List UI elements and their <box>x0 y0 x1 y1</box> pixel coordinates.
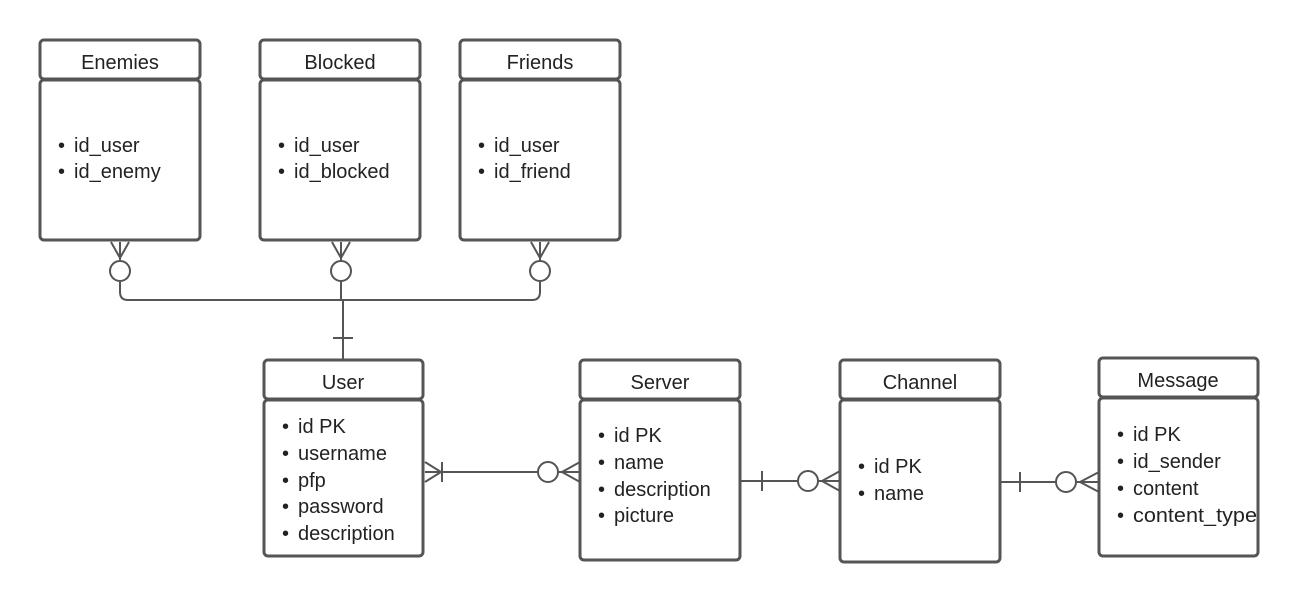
entity-title: Friends <box>507 52 574 74</box>
field-bullet: • <box>598 425 605 447</box>
field-id-enemy: id_enemy <box>74 161 161 183</box>
field-description: description <box>614 479 711 501</box>
entity-server[interactable]: Server • id PK • name • description • pi… <box>578 358 742 562</box>
field-bullet: • <box>598 505 605 527</box>
field-bullet: • <box>282 470 289 492</box>
zero-marker-message <box>1055 471 1077 493</box>
field-id-blocked: id_blocked <box>294 161 390 183</box>
field-bullet: • <box>58 135 65 157</box>
field-bullet: • <box>1117 505 1124 527</box>
entity-body <box>262 398 425 558</box>
relationship-user-enemies-blocked-friends <box>109 241 551 360</box>
crowsfoot-server <box>558 461 581 483</box>
field-id-friend: id_friend <box>494 161 571 183</box>
field-bullet: • <box>598 452 605 474</box>
entity-blocked[interactable]: Blocked • id_user • id_blocked <box>258 38 422 242</box>
zero-marker-server <box>537 461 559 483</box>
field-id-pk: id PK <box>874 456 922 478</box>
crowsfoot-enemies <box>110 241 130 261</box>
entity-title: Channel <box>883 372 958 394</box>
zero-marker-friends <box>529 260 551 282</box>
field-bullet: • <box>478 135 485 157</box>
entity-title: Blocked <box>304 52 375 74</box>
entity-body <box>458 78 622 242</box>
field-bullet: • <box>58 161 65 183</box>
field-description: description <box>298 523 395 545</box>
zero-marker-blocked <box>330 260 352 282</box>
crowsfoot-channel <box>818 470 841 492</box>
field-id-user: id_user <box>494 135 560 157</box>
crowsfoot-message <box>1076 471 1100 493</box>
field-bullet: • <box>1117 478 1124 500</box>
field-bullet: • <box>478 161 485 183</box>
field-id-user: id_user <box>74 135 140 157</box>
field-bullet: • <box>1117 424 1124 446</box>
field-bullet: • <box>278 161 285 183</box>
field-username: username <box>298 443 387 465</box>
crowsfoot-friends <box>530 241 550 261</box>
relationship-channel-message <box>1001 471 1100 493</box>
field-bullet: • <box>278 135 285 157</box>
field-id-pk: id PK <box>614 425 662 447</box>
entity-friends[interactable]: Friends • id_user • id_friend <box>458 38 622 242</box>
field-content-type: content_type <box>1133 505 1257 527</box>
field-id-pk: id PK <box>298 416 346 438</box>
entity-title: User <box>322 372 365 394</box>
entity-title: Server <box>631 372 690 394</box>
entity-channel[interactable]: Channel • id PK • name <box>838 358 1002 564</box>
entity-enemies[interactable]: Enemies • id_user • id_enemy <box>38 38 202 242</box>
entity-message[interactable]: Message • id PK • id_sender • content • … <box>1097 356 1260 558</box>
field-bullet: • <box>282 416 289 438</box>
field-bullet: • <box>858 456 865 478</box>
zero-marker-channel <box>797 470 819 492</box>
zero-marker-enemies <box>109 260 131 282</box>
field-id-user: id_user <box>294 135 360 157</box>
relationship-server-channel <box>741 470 841 492</box>
field-name: name <box>874 483 924 505</box>
field-bullet: • <box>282 443 289 465</box>
field-bullet: • <box>282 523 289 545</box>
relationship-user-server <box>424 461 581 483</box>
field-id-sender: id_sender <box>1133 451 1221 473</box>
field-bullet: • <box>858 483 865 505</box>
field-bullet: • <box>282 496 289 518</box>
entity-title: Enemies <box>81 52 159 74</box>
rel-bus <box>119 282 541 301</box>
field-bullet: • <box>1117 451 1124 473</box>
entity-user[interactable]: User • id PK • username • pfp • password… <box>262 358 425 558</box>
entity-body <box>38 78 202 242</box>
entity-body <box>258 78 422 242</box>
field-password: password <box>298 496 384 518</box>
entity-body <box>1097 396 1260 558</box>
field-name: name <box>614 452 664 474</box>
field-id-pk: id PK <box>1133 424 1181 446</box>
entity-body <box>578 398 742 562</box>
field-picture: picture <box>614 505 674 527</box>
field-content: content <box>1133 478 1199 500</box>
crowsfoot-blocked <box>331 241 351 261</box>
entity-body <box>838 398 1002 564</box>
field-bullet: • <box>598 479 605 501</box>
field-pfp: pfp <box>298 470 326 492</box>
entity-title: Message <box>1137 370 1218 392</box>
